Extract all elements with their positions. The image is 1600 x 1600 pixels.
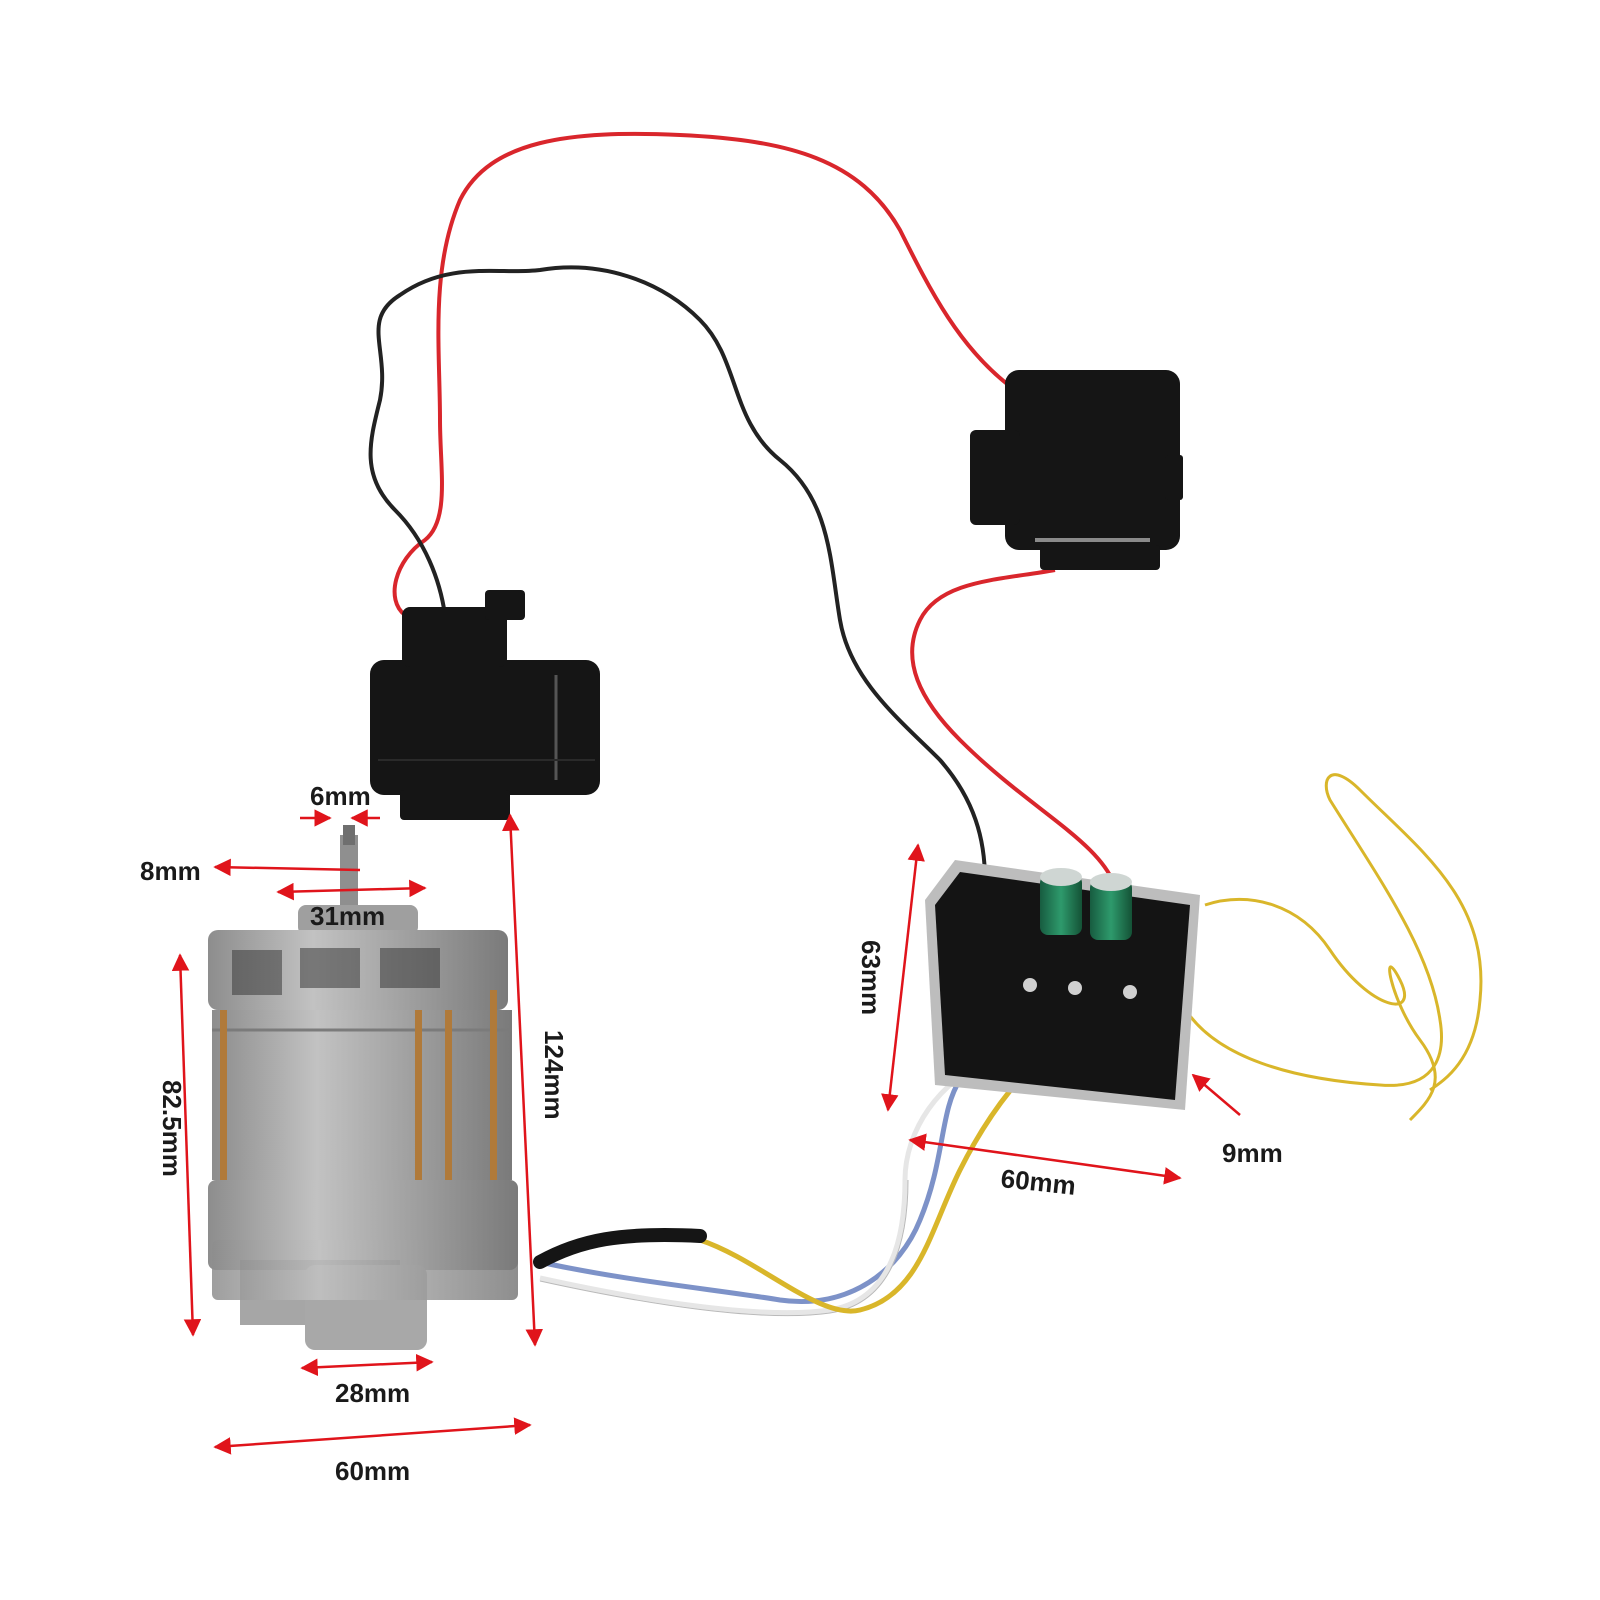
white-wire-outline: [539, 1179, 909, 1317]
label-shaft-thread: 6mm: [310, 781, 371, 811]
dim-line-board-height: [881, 843, 925, 1112]
dim-line-board-width: [908, 1133, 1182, 1185]
label-motor-width: 60mm: [335, 1456, 410, 1486]
dim-line-shaft-diameter: [213, 858, 361, 877]
dim-line-motor-width: [213, 1417, 532, 1455]
red-wire-upper: [392, 131, 1017, 617]
motor-body: [212, 1010, 512, 1180]
dim-line-board-thickness: [1191, 1073, 1241, 1116]
dim-line-overall-length: [502, 813, 543, 1347]
label-board-thickness: 9mm: [1222, 1138, 1283, 1168]
capacitor-right: [1090, 880, 1132, 940]
battery-connector-right: [970, 370, 1183, 570]
motor-shaft: [340, 835, 358, 910]
red-wire-lower: [910, 568, 1119, 906]
label-board-width: 60mm: [999, 1163, 1077, 1201]
black-wire-upper: [368, 265, 987, 881]
dim-line-front-boss: [300, 1353, 434, 1377]
black-sleeve: [533, 1228, 707, 1269]
dimension-lines: [171, 809, 1241, 1455]
yellow-wire-board: [1139, 773, 1483, 1092]
label-board-height: 63mm: [856, 940, 886, 1015]
label-overall-length: 124mm: [539, 1030, 569, 1120]
label-motor-height: 82.5mm: [157, 1080, 187, 1177]
motor-top-boss: [298, 905, 418, 935]
controller-board: [925, 860, 1200, 1110]
label-front-boss: 28mm: [335, 1378, 410, 1408]
battery-connector-left: [370, 590, 600, 820]
dim-line-top-boss: [276, 879, 427, 901]
capacitor-left: [1040, 875, 1082, 935]
dimension-labels: 6mm 8mm 31mm 82.5mm 124mm 28mm 60mm 63mm…: [140, 781, 1283, 1486]
label-shaft-diameter: 8mm: [140, 856, 201, 886]
yellow-wire-board-2: [1204, 897, 1437, 1122]
dim-line-motor-height: [171, 953, 202, 1337]
label-top-boss: 31mm: [310, 901, 385, 931]
